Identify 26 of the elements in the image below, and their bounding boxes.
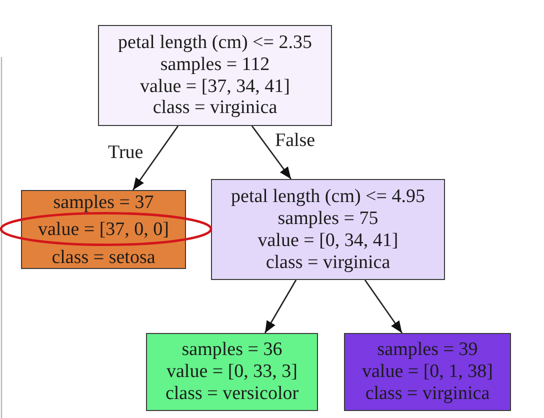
split-node-box <box>98 25 332 126</box>
split-node-box <box>211 179 445 280</box>
class-counts: value = [37, 34, 41] <box>140 76 290 98</box>
arrow <box>251 126 292 180</box>
class-label: class = versicolor <box>165 383 299 405</box>
sample-count: samples = 112 <box>160 54 270 76</box>
leaf-node-box <box>344 333 511 411</box>
leaf-node-box <box>21 190 186 269</box>
sample-count: samples = 75 <box>278 208 378 230</box>
leaf-node-box <box>146 333 318 411</box>
class-counts: value = [0, 1, 38] <box>362 361 493 383</box>
sample-count: samples = 39 <box>377 339 478 361</box>
class-counts: value = [0, 34, 41] <box>258 230 398 252</box>
class-counts: value = [37, 0, 0] <box>38 220 169 239</box>
class-label: class = virginica <box>152 97 278 119</box>
class-label: class = virginica <box>365 383 490 405</box>
class-label: class = virginica <box>266 252 390 274</box>
split-condition: petal length (cm) <= 2.35 <box>118 32 312 54</box>
class-counts: value = [0, 33, 3] <box>166 361 298 383</box>
arrow <box>132 126 179 190</box>
arrow <box>264 280 297 334</box>
class-label: class = setosa <box>52 248 156 266</box>
split-condition: petal length (cm) <= 4.95 <box>231 186 425 208</box>
arrow <box>364 280 403 334</box>
sample-count: samples = 36 <box>182 339 282 361</box>
sample-count: samples = 37 <box>53 192 154 212</box>
